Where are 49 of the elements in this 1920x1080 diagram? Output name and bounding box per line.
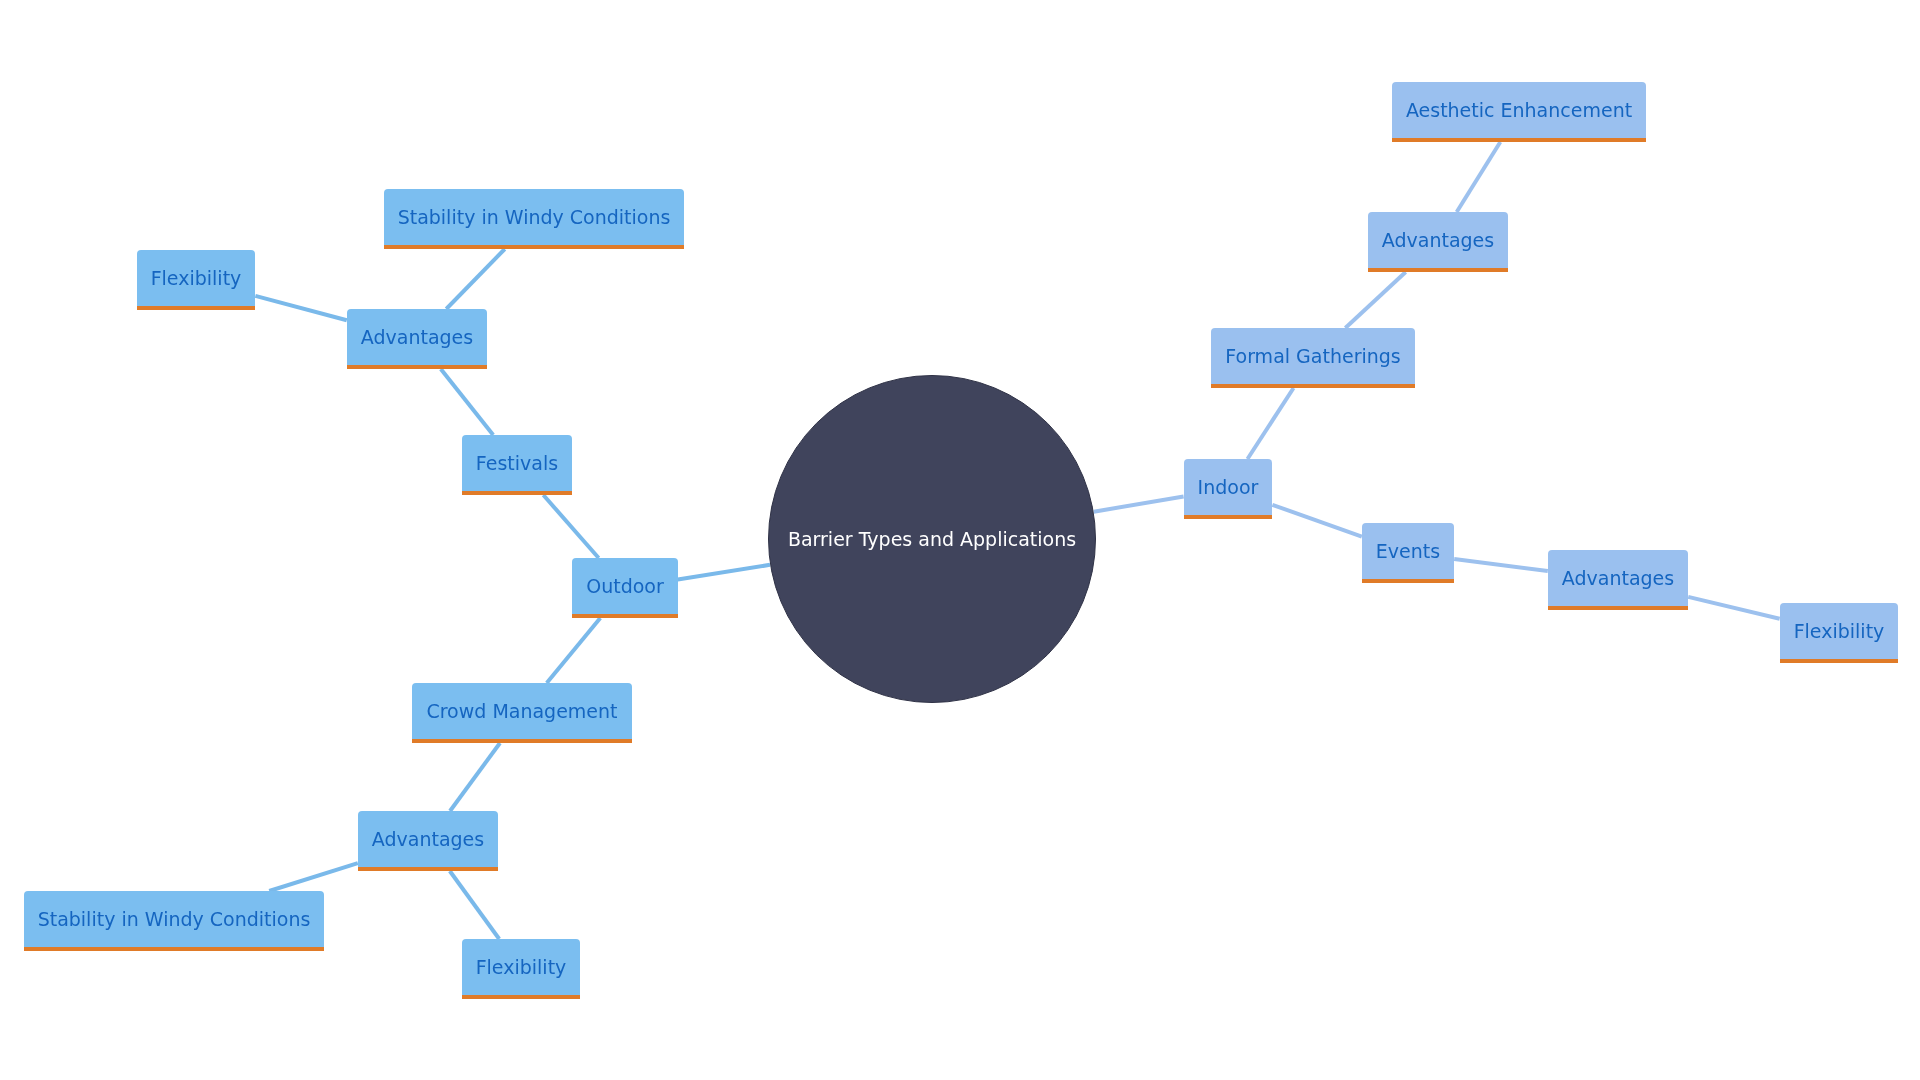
topic-box xyxy=(136,250,256,310)
connector-line xyxy=(1271,502,1363,539)
connector-line xyxy=(268,861,359,893)
topic-label: Stability in Windy Conditions xyxy=(397,206,671,228)
connector-line xyxy=(439,367,495,437)
topic-label: Advantages xyxy=(1561,567,1675,589)
connector-line xyxy=(254,293,348,323)
topic-label: Aesthetic Enhancement xyxy=(1405,99,1633,121)
connector-line xyxy=(1453,556,1549,573)
topic-label: Outdoor xyxy=(586,575,664,597)
topic-label: Events xyxy=(1375,540,1441,562)
topic-label: Flexibility xyxy=(1793,620,1885,642)
topic-box xyxy=(346,309,488,369)
topic-box xyxy=(461,435,573,495)
topic-box xyxy=(1391,82,1647,142)
topic-box xyxy=(383,189,685,249)
topic-box xyxy=(1779,603,1899,663)
topic-label: Flexibility xyxy=(150,267,242,289)
topic-box xyxy=(412,683,632,743)
connector-line xyxy=(1245,386,1296,461)
connector-line xyxy=(1093,494,1184,514)
topic-box xyxy=(1361,523,1455,583)
topic-label: Advantages xyxy=(1381,229,1495,251)
connector-line xyxy=(448,869,501,941)
connector-line xyxy=(1687,594,1781,621)
connector-line xyxy=(448,741,502,813)
topic-label: Flexibility xyxy=(475,956,567,978)
topic-box xyxy=(572,558,678,618)
topic-box xyxy=(357,811,499,871)
topic-box xyxy=(1183,459,1273,519)
topic-box xyxy=(461,939,581,999)
topic-label: Barrier Types and Applications xyxy=(787,528,1077,550)
connector-line xyxy=(1343,270,1408,330)
topic-label: Advantages xyxy=(360,326,474,348)
topic-label: Formal Gatherings xyxy=(1225,345,1401,367)
topic-box xyxy=(1547,550,1689,610)
topic-label: Stability in Windy Conditions xyxy=(37,908,311,930)
topic-label: Advantages xyxy=(371,828,485,850)
connector-line xyxy=(677,562,771,582)
topic-label: Crowd Management xyxy=(426,700,618,722)
topic-label: Festivals xyxy=(475,452,559,474)
connector-line xyxy=(541,493,601,560)
topic-box xyxy=(1367,212,1509,272)
topic-box xyxy=(1211,328,1415,388)
connector-line xyxy=(545,616,602,685)
connector-line xyxy=(1455,140,1502,214)
topic-label: Indoor xyxy=(1197,476,1259,498)
connector-line xyxy=(444,247,507,311)
topic-box xyxy=(23,891,325,951)
